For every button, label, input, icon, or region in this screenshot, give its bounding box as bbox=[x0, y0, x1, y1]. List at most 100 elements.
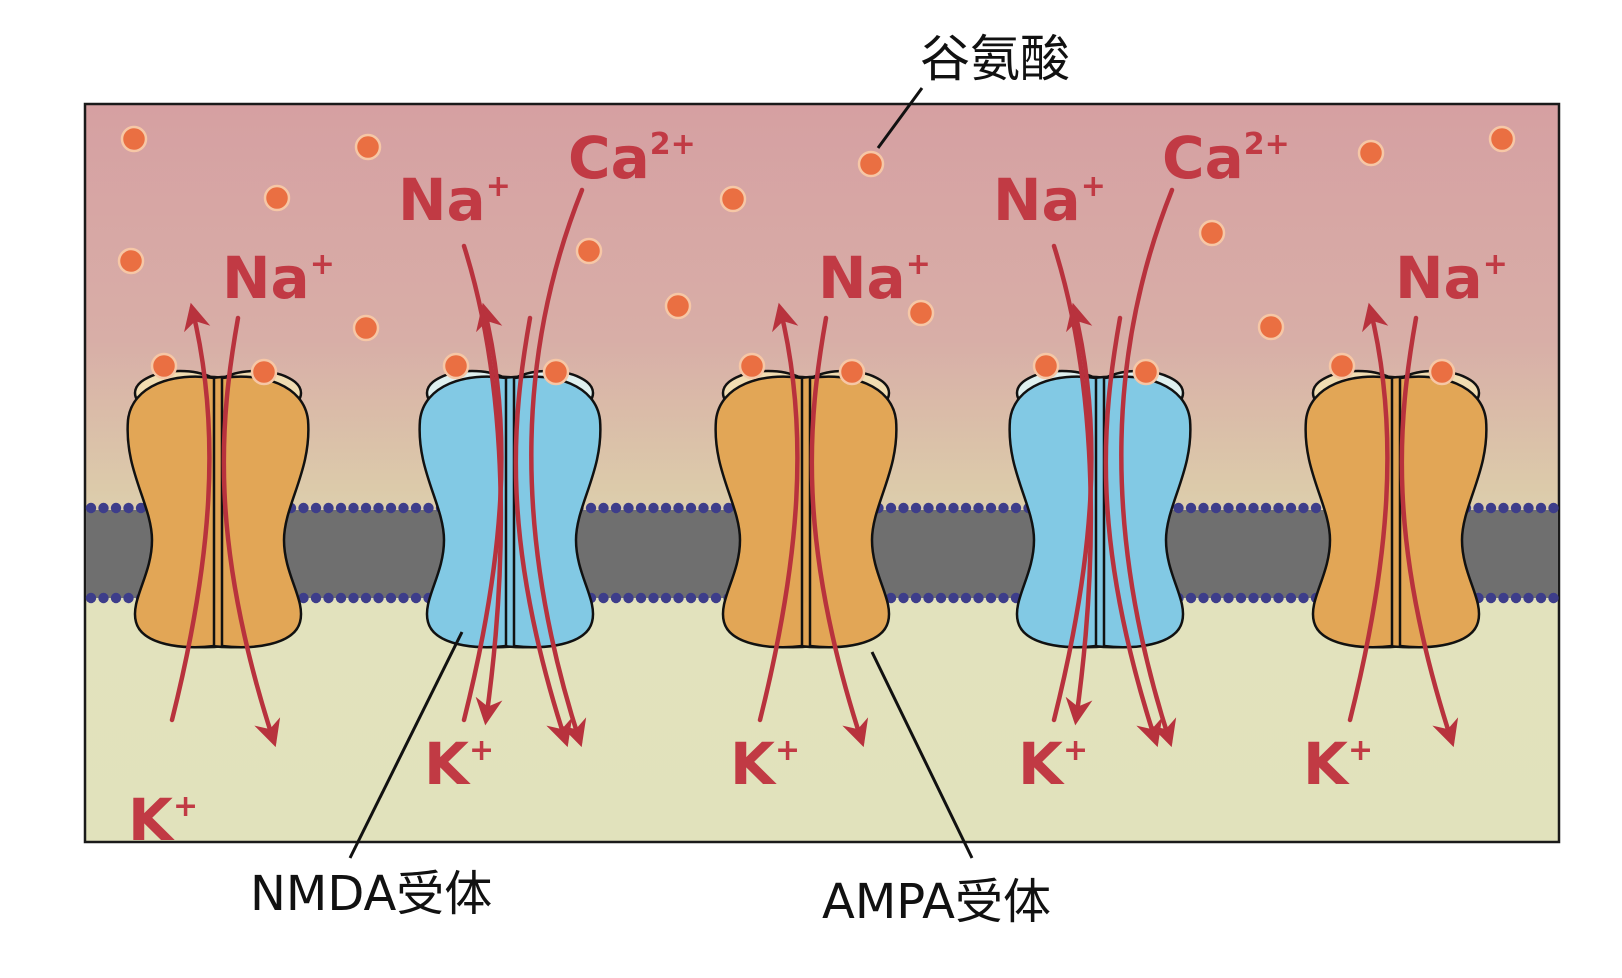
bound-glutamate bbox=[150, 352, 178, 380]
ion-arrow bbox=[513, 315, 573, 748]
lipid-head bbox=[135, 502, 147, 514]
ion-flux-arrows bbox=[169, 187, 1459, 748]
ion-arrow bbox=[1399, 315, 1459, 748]
ampa-receptor bbox=[1304, 352, 1488, 649]
lipid-head bbox=[123, 592, 134, 604]
ion-label-na: Na+ bbox=[1395, 244, 1508, 312]
lipid-head bbox=[710, 502, 722, 514]
lipid-head bbox=[998, 502, 1009, 514]
glutamate-molecule bbox=[1198, 219, 1226, 247]
lipid-head bbox=[1198, 592, 1209, 604]
lipid-head bbox=[685, 592, 697, 604]
lipid-head bbox=[1298, 502, 1309, 514]
lipid-head bbox=[1235, 502, 1247, 514]
lipid-head bbox=[610, 592, 622, 604]
lipid-head bbox=[1548, 502, 1559, 514]
lipid-head bbox=[85, 592, 97, 604]
lipid-head bbox=[348, 592, 359, 604]
glutamate-molecules bbox=[117, 125, 1516, 342]
bound-glutamate bbox=[1032, 352, 1060, 380]
lipid-head bbox=[948, 502, 959, 514]
glutamate-molecule bbox=[354, 133, 382, 161]
lipid-head bbox=[398, 592, 409, 604]
lipid-head bbox=[598, 502, 609, 514]
lipid-head bbox=[335, 592, 347, 604]
ion-label-na: Na+ bbox=[993, 166, 1106, 234]
lipid-head bbox=[973, 592, 984, 604]
lipid-head bbox=[85, 502, 97, 514]
lipid-head bbox=[1210, 592, 1222, 604]
nmda-leader bbox=[348, 631, 464, 859]
lipid-head bbox=[910, 592, 922, 604]
lipid-head bbox=[98, 502, 109, 514]
lipid-head bbox=[948, 592, 959, 604]
lipid-head bbox=[1198, 502, 1209, 514]
lipid-head bbox=[935, 502, 947, 514]
bound-glutamate bbox=[1428, 358, 1456, 386]
lipid-head bbox=[335, 502, 347, 514]
lipid-head bbox=[660, 592, 672, 604]
lipid-head bbox=[598, 592, 609, 604]
lipid-head bbox=[1185, 592, 1197, 604]
nmda-receptor-label: NMDA受体 bbox=[250, 866, 492, 922]
lipid-head bbox=[685, 502, 697, 514]
glutamate-molecule bbox=[352, 314, 380, 342]
ion-label-k: K+ bbox=[730, 730, 800, 798]
lipid-head bbox=[960, 592, 972, 604]
lipid-head bbox=[110, 592, 122, 604]
lipid-head bbox=[298, 502, 309, 514]
lipid-head bbox=[385, 502, 397, 514]
lipid-head bbox=[985, 592, 997, 604]
lipid-head bbox=[360, 502, 372, 514]
glutamate-molecule bbox=[857, 150, 885, 178]
lipid-head bbox=[410, 502, 422, 514]
lipid-head bbox=[673, 592, 684, 604]
lipid-head bbox=[373, 592, 384, 604]
nmda-receptor bbox=[1008, 352, 1192, 649]
lipid-head bbox=[660, 502, 672, 514]
ion-label-ca: Ca2+ bbox=[1162, 124, 1290, 192]
ion-arrow bbox=[1051, 243, 1094, 726]
lipid-head bbox=[623, 502, 634, 514]
lipid-head bbox=[648, 592, 659, 604]
ion-arrow bbox=[461, 243, 504, 726]
glutamate-molecule bbox=[719, 185, 747, 213]
nmda-receptor bbox=[418, 352, 602, 649]
bound-glutamate bbox=[1328, 352, 1356, 380]
lipid-head bbox=[385, 592, 397, 604]
lipid-head bbox=[698, 592, 709, 604]
ampa-receptor bbox=[714, 352, 898, 649]
lipid-head bbox=[923, 502, 934, 514]
glutamate-molecule bbox=[117, 247, 145, 275]
ion-arrow bbox=[529, 187, 587, 748]
lipid-head bbox=[1485, 502, 1497, 514]
lipid-head bbox=[910, 502, 922, 514]
bound-glutamate bbox=[542, 358, 570, 386]
lipid-head bbox=[585, 502, 597, 514]
ion-label-ca: Ca2+ bbox=[568, 124, 696, 192]
ion-label-na: Na+ bbox=[398, 166, 511, 234]
lipid-head bbox=[423, 502, 434, 514]
lipid-head bbox=[973, 502, 984, 514]
lipid-head bbox=[885, 502, 897, 514]
glutamate-molecule bbox=[120, 125, 148, 153]
glutamate-molecule bbox=[575, 237, 603, 265]
lipid-head bbox=[1548, 592, 1559, 604]
lipid-head bbox=[1223, 502, 1234, 514]
lipid-head bbox=[635, 502, 647, 514]
lipid-head bbox=[323, 502, 334, 514]
lipid-head bbox=[298, 592, 309, 604]
lipid-head bbox=[673, 502, 684, 514]
lipid-head bbox=[1260, 592, 1272, 604]
ion-arrow bbox=[757, 302, 800, 723]
lipid-head bbox=[1235, 592, 1247, 604]
lipid-head bbox=[635, 592, 647, 604]
bound-glutamate bbox=[1132, 358, 1160, 386]
lipid-head bbox=[1498, 592, 1509, 604]
ampa-receptor-label: AMPA受体 bbox=[822, 874, 1051, 930]
lipid-head bbox=[1535, 502, 1547, 514]
glutamate-molecule bbox=[1357, 139, 1385, 167]
lipid-head bbox=[1210, 502, 1222, 514]
lipid-head bbox=[648, 502, 659, 514]
